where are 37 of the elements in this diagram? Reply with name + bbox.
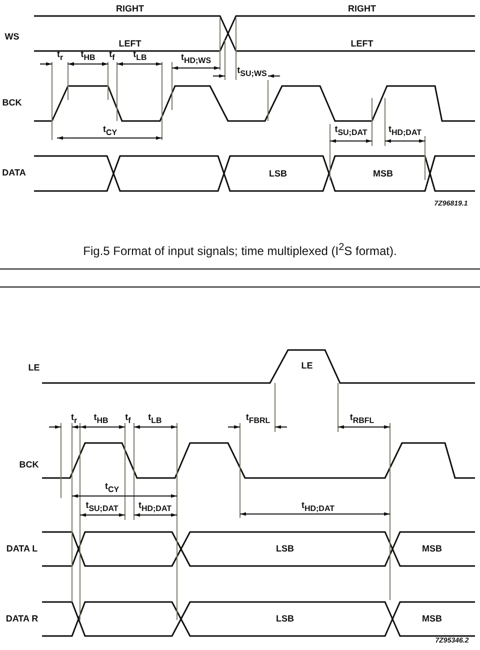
timing-label: t$_{FBRL}$ <box>246 413 270 425</box>
state-label: LEFT <box>350 40 374 48</box>
signal-label: LE <box>28 364 40 372</box>
state-label: LEFT <box>118 40 142 48</box>
timing-label: t$_{HD;DAT}$ <box>301 501 335 513</box>
timing-label: t$_{LB}$ <box>133 50 147 62</box>
timing-label: t$_{HD;DAT}$ <box>138 501 172 513</box>
timing-label: t$_{HB}$ <box>94 413 108 425</box>
timing-label: t$_{SU;DAT}$ <box>86 501 118 513</box>
signal-label: DATA R <box>6 614 38 624</box>
state-label: RIGHT <box>348 4 376 14</box>
timing-label: t$_{CY}$ <box>102 125 118 137</box>
figure-caption: Fig.5 Format of input signals; time multiplexed (I$^{2}$S format). <box>82 242 398 258</box>
signal-label: BCK <box>19 460 39 470</box>
state-label: MSB <box>422 544 442 554</box>
state-label: MSB <box>422 614 442 624</box>
timing-label: t$_{HD;WS}$ <box>180 53 212 65</box>
timing-label: t$_{f}$ <box>125 413 131 425</box>
timing-label: t$_{f}$ <box>109 50 115 62</box>
timing-label: t$_{SU;WS}$ <box>237 66 267 78</box>
state-label: LSB <box>269 170 287 178</box>
signal-label: BCK <box>2 98 22 108</box>
state-label: LSB <box>276 544 294 554</box>
timing-label: t$_{RBFL}$ <box>350 413 374 425</box>
timing-label: t$_{SU;DAT}$ <box>334 125 368 137</box>
signal-label: DATA L <box>6 544 38 554</box>
timing-label: t$_{HD;DAT}$ <box>388 125 422 137</box>
state-label: MSB <box>373 170 393 178</box>
timing-label: t$_{CY}$ <box>104 482 120 494</box>
timing-label: t$_{LB}$ <box>148 413 162 425</box>
state-label: LSB <box>276 614 294 624</box>
signal-label: DATA <box>2 168 26 178</box>
state-label: RIGHT <box>116 4 144 14</box>
signal-label: WS <box>4 32 20 42</box>
state-label: LE <box>301 362 313 370</box>
timing-label: t$_{r}$ <box>70 413 78 425</box>
timing-label: t$_{HB}$ <box>80 50 96 62</box>
